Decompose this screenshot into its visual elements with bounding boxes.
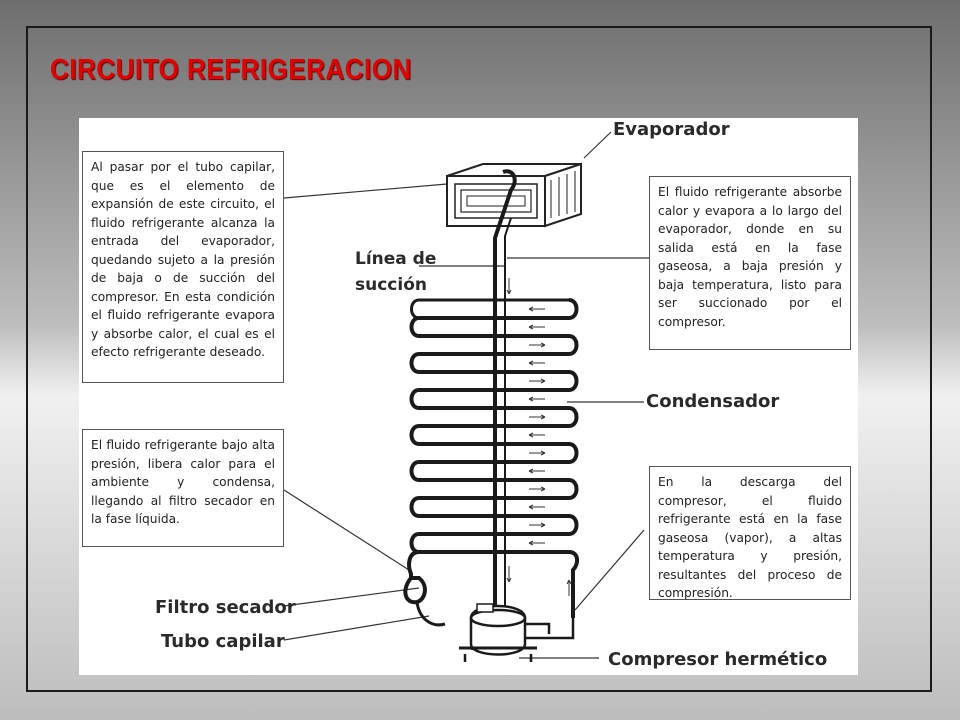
compressor: [459, 603, 575, 662]
label-linea-de: Línea de: [355, 249, 437, 269]
slide-frame: [26, 26, 932, 692]
note-evaporador: El fluido refrigerante absorbe calor y e…: [649, 176, 851, 350]
leader-capilar-tube: [283, 615, 430, 641]
note-capilar: Al pasar por el tubo capilar, que es el …: [82, 151, 284, 383]
refrigeration-diagram: Al pasar por el tubo capilar, que es el …: [79, 118, 858, 675]
leader-capilar: [283, 183, 448, 199]
flow-arrows: [506, 278, 572, 596]
leader-evaporador: [583, 131, 612, 159]
slide-title: CIRCUITO REFRIGERACION: [50, 54, 412, 86]
label-filtro-secador: Filtro secador: [155, 597, 296, 618]
suction-line: [493, 169, 517, 638]
diagram-drawing: [283, 131, 649, 662]
filter-drier: [403, 576, 446, 627]
label-evaporador: Evaporador: [613, 119, 730, 140]
leader-cond-note: [283, 489, 410, 571]
leader-compresor-note: [574, 529, 645, 611]
label-condensador: Condensador: [646, 391, 780, 412]
label-tubo-capilar: Tubo capilar: [161, 631, 285, 652]
condenser-coil: [407, 298, 580, 618]
leader-lines: [283, 131, 649, 659]
leader-filtro: [283, 587, 420, 607]
note-compresor: En la descarga del compresor, el fluido …: [649, 466, 851, 600]
note-condensador: El fluido refrigerante bajo alta presión…: [82, 429, 284, 547]
label-succion: succión: [355, 275, 427, 295]
label-compresor: Compresor hermético: [608, 649, 828, 670]
